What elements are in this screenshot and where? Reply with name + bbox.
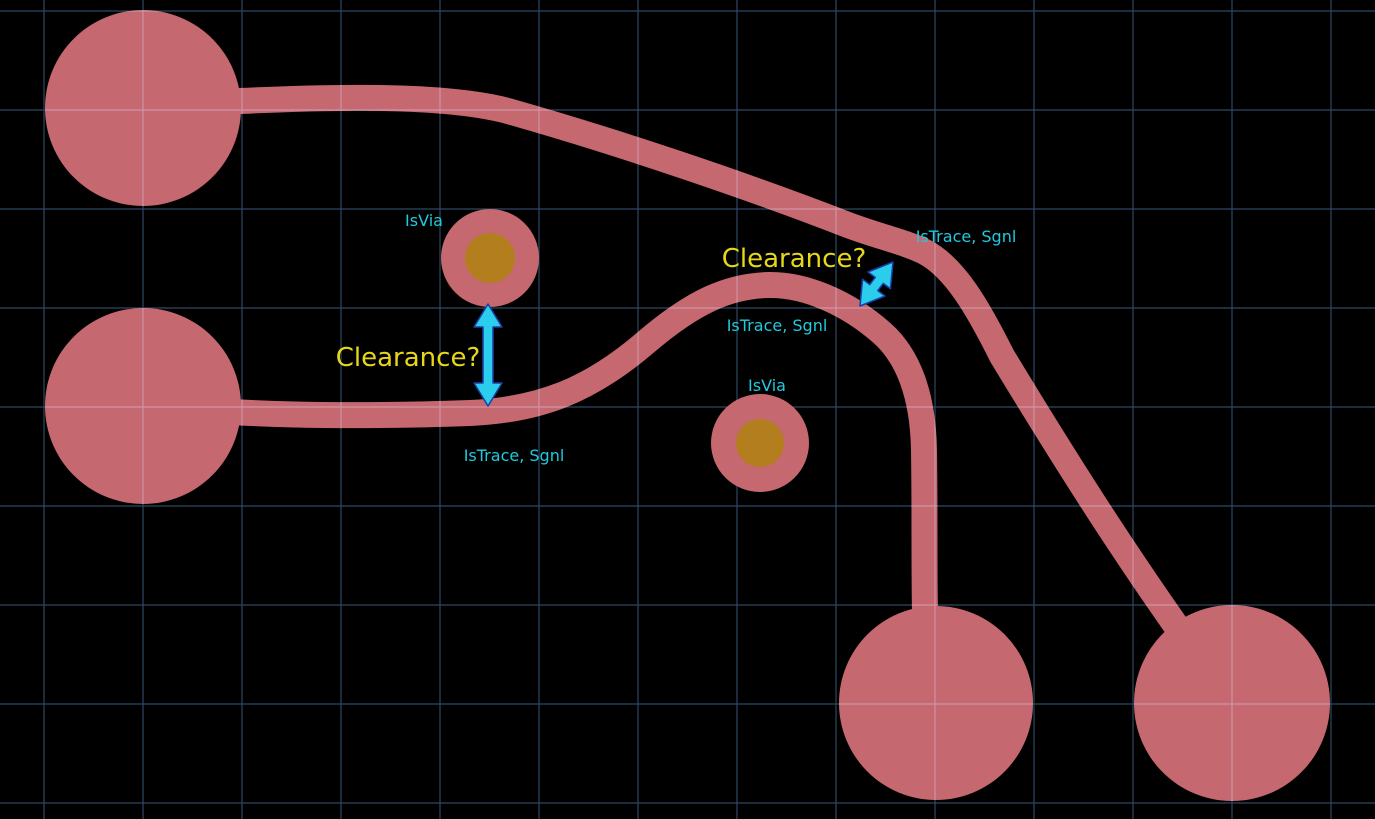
- arrow-clearance-vertical: [473, 303, 503, 407]
- label-istrace-top: IsTrace, Sgnl: [916, 227, 1017, 246]
- label-clearance-diagonal: Clearance?: [722, 244, 867, 274]
- label-istrace-crest: IsTrace, Sgnl: [727, 316, 828, 335]
- via-layer: [441, 209, 809, 492]
- pad-bottom-center: [839, 606, 1033, 800]
- arrow-clearance-diagonal: [859, 261, 894, 307]
- label-isvia-lower: IsVia: [748, 376, 786, 395]
- label-isvia-upper: IsVia: [405, 211, 443, 230]
- via-lower-drill: [736, 419, 784, 467]
- label-istrace-bottom: IsTrace, Sgnl: [464, 446, 565, 465]
- label-clearance-vertical: Clearance?: [336, 343, 481, 373]
- via-upper-drill: [465, 233, 515, 283]
- trace-middle-signal: [130, 271, 949, 716]
- trace-top-signal: [130, 84, 1245, 716]
